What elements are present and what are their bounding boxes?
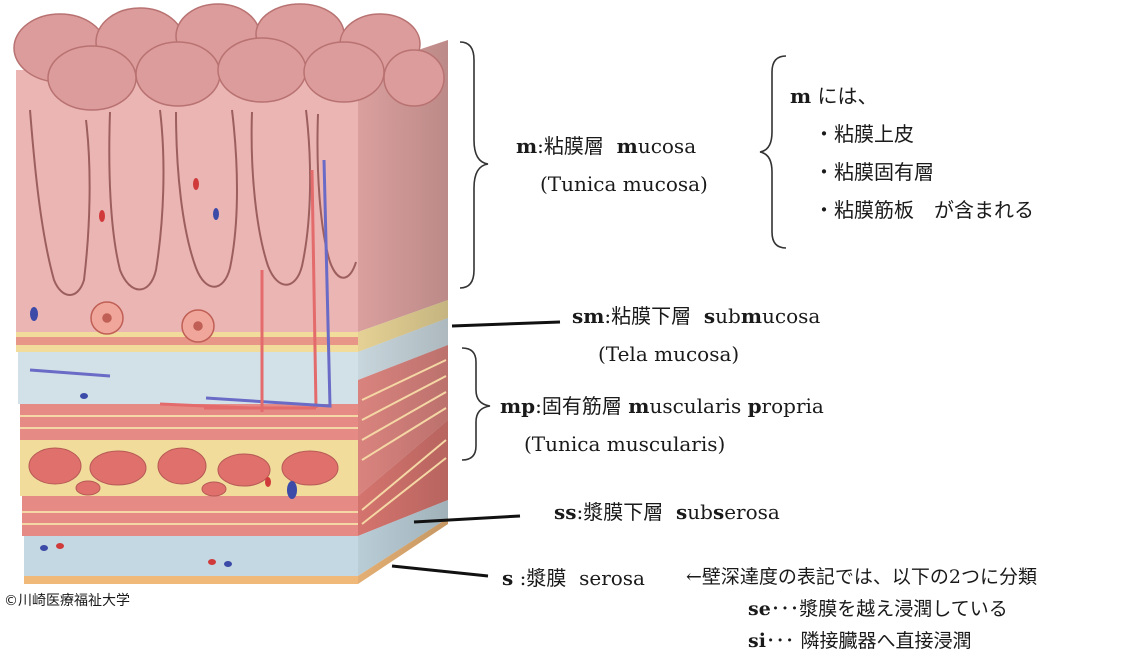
serosa-note-arrow-text: ←壁深達度の表記では、以下の2つに分類 [686,566,1037,589]
submucosa-leader [452,322,560,326]
si-definition: si･･･ 隣接臓器へ直接浸潤 [748,630,971,653]
se-definition: se･･･漿膜を越え浸潤している [748,598,1008,621]
serosa-label: s :漿膜 serosa [502,566,645,590]
m-note-brace [760,56,786,248]
m-note-head: m には、 [790,84,878,108]
wall-side-face [358,40,448,584]
m-note-item-1: ・粘膜上皮 [814,122,914,146]
mucosa-brace [460,42,488,288]
muscularis-latin: (Tunica muscularis) [524,432,725,456]
serosa-layer [24,536,358,576]
copyright-text: ©川崎医療福祉大学 [4,590,130,610]
submucosa-label: sm:粘膜下層 submucosa [572,304,820,328]
submucosa-latin: (Tela mucosa) [598,342,739,366]
mucosa-label: m:粘膜層 mucosa [516,134,696,158]
mucosa-latin: (Tunica mucosa) [540,172,708,196]
bottom-edge [24,576,358,584]
m-note-item-3: ・粘膜筋板 が含まれる [814,198,1034,222]
subserosa-layer [22,496,358,536]
submucosa-layer [18,352,358,404]
muscularis-brace [462,348,490,460]
subserosa-label: ss:漿膜下層 subserosa [554,500,780,524]
mucosa-layer [16,70,358,332]
serosa-leader [392,566,488,576]
m-note-item-2: ・粘膜固有層 [814,160,934,184]
muscularis-label: mp:固有筋層 muscularis propria [500,394,824,418]
